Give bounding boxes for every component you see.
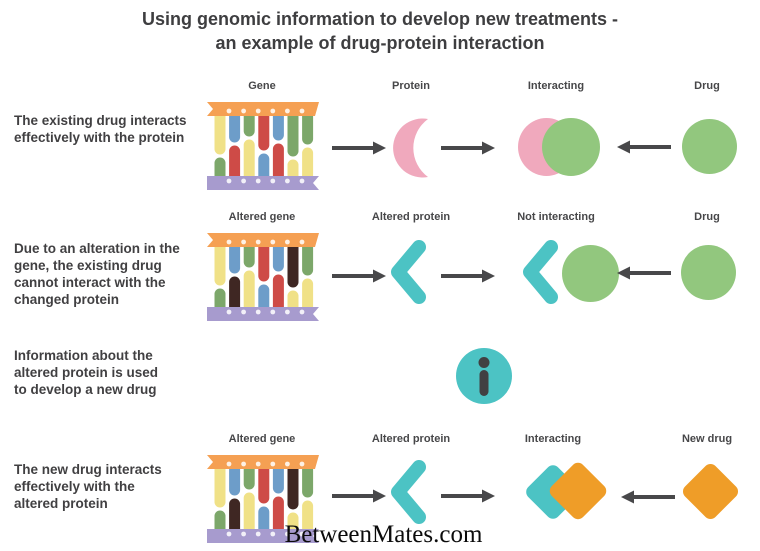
info-icon <box>456 348 512 404</box>
altered-protein-chevron <box>391 460 426 524</box>
row4-label-drug: New drug <box>681 433 733 445</box>
row2-label-protein: Altered protein <box>371 211 451 223</box>
altered-protein-chevron <box>523 240 558 304</box>
row4-label-gene: Altered gene <box>228 433 296 445</box>
arrow-right-icon <box>332 269 386 283</box>
row2-label-interaction: Not interacting <box>517 211 595 223</box>
page-title: Using genomic information to develop new… <box>0 7 760 55</box>
drug-circle <box>681 245 736 300</box>
watermark-text: BetweenMates.com <box>284 521 483 548</box>
drug-circle <box>562 245 619 302</box>
altered-protein-chevron <box>391 240 426 304</box>
row1-label-drug: Drug <box>694 80 720 92</box>
protein-crescent <box>393 118 428 178</box>
altered-gene-illustration <box>204 453 322 545</box>
row1-label-protein: Protein <box>392 80 430 92</box>
row3-description: Information about the altered protein is… <box>14 348 159 397</box>
row4-description: The new drug interacts effectively with … <box>14 462 162 511</box>
drug-circle <box>682 119 737 174</box>
watermark: BetweenMates.com <box>275 519 492 551</box>
altered-gene-illustration <box>204 231 322 323</box>
drug-circle <box>542 118 600 176</box>
arrow-right-icon <box>441 489 495 503</box>
row1-label-gene: Gene <box>248 80 276 92</box>
new-drug-diamond <box>680 461 741 522</box>
row1-description: The existing drug interacts effectively … <box>14 113 187 145</box>
arrow-right-icon <box>441 141 495 155</box>
row4-label-protein: Altered protein <box>371 433 451 445</box>
arrow-left-icon <box>621 490 675 504</box>
row1-label-interaction: Interacting <box>527 80 585 92</box>
title-line2: an example of drug-protein interaction <box>215 33 545 53</box>
arrow-right-icon <box>332 141 386 155</box>
arrow-left-icon <box>617 140 671 154</box>
row2-label-drug: Drug <box>694 211 720 223</box>
arrow-left-icon <box>617 266 671 280</box>
title-line1: Using genomic information to develop new… <box>141 9 619 29</box>
arrow-right-icon <box>441 269 495 283</box>
row2-label-gene: Altered gene <box>228 211 296 223</box>
arrow-right-icon <box>332 489 386 503</box>
row4-label-interaction: Interacting <box>524 433 582 445</box>
gene-illustration <box>204 100 322 192</box>
row2-description: Due to an alteration in the gene, the ex… <box>14 241 180 307</box>
